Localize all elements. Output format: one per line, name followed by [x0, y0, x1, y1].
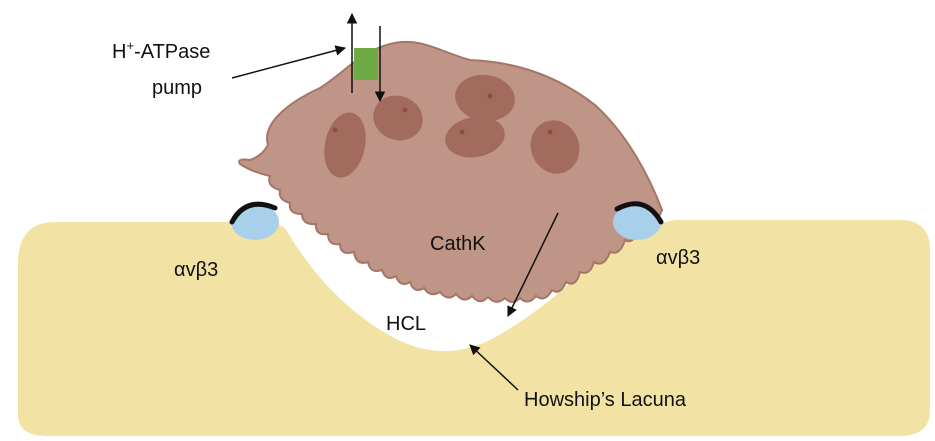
- nucleolus: [460, 130, 465, 135]
- pump-label-line2: pump: [152, 77, 202, 99]
- integrin-right-label: αvβ3: [656, 247, 700, 269]
- nucleolus: [488, 94, 493, 99]
- integrin-right: [613, 204, 661, 240]
- pump-label: H+-ATPase: [112, 38, 210, 63]
- cathk-label: CathK: [430, 233, 486, 255]
- h-atpase-pump: [354, 48, 378, 80]
- integrin-left: [231, 204, 279, 240]
- lacuna-label: Howship’s Lacuna: [524, 389, 687, 411]
- nucleolus: [548, 130, 553, 135]
- integrin-left-label: αvβ3: [174, 259, 218, 281]
- hcl-label: HCL: [386, 313, 426, 335]
- nucleolus: [403, 108, 408, 113]
- nucleolus: [333, 128, 338, 133]
- pump-label-arrow: [232, 48, 345, 78]
